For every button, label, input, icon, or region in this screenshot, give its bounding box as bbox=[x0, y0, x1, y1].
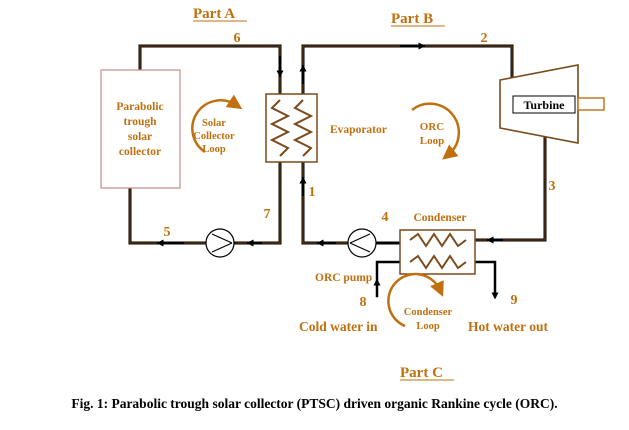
evaporator-coil-left bbox=[269, 99, 291, 157]
part-a-title: Part A bbox=[193, 6, 235, 22]
state-6: 6 bbox=[234, 31, 241, 46]
condenser-coil-bottom bbox=[409, 254, 467, 270]
state-9: 9 bbox=[511, 293, 518, 308]
state-1: 1 bbox=[309, 185, 316, 200]
condenser-loop-line-2: Loop bbox=[416, 321, 440, 332]
condenser-coil-top bbox=[409, 232, 467, 248]
evaporator-box bbox=[265, 93, 318, 163]
collector-label: Parabolic trough solar collector bbox=[116, 101, 163, 158]
state-8: 8 bbox=[360, 295, 367, 310]
state-2: 2 bbox=[481, 31, 488, 46]
solar-loop-line-3: Loop bbox=[202, 144, 226, 155]
collector-line-2: trough bbox=[123, 116, 157, 128]
orc-pump bbox=[347, 228, 377, 258]
pipe-9 bbox=[473, 260, 497, 298]
collector-line-3: solar bbox=[128, 131, 152, 143]
pipe-8 bbox=[375, 260, 402, 298]
orc-pump-label: ORC pump bbox=[315, 272, 372, 284]
collector-line-1: Parabolic bbox=[116, 101, 163, 113]
collector-box bbox=[100, 69, 181, 189]
pipe-1 bbox=[301, 160, 349, 245]
pipe-3 bbox=[473, 128, 547, 242]
pipe-2 bbox=[301, 44, 514, 96]
evaporator-label: Evaporator bbox=[330, 124, 387, 136]
condenser-loop-line-1: Condenser bbox=[404, 307, 453, 318]
turbine-label-box bbox=[512, 95, 576, 114]
state-5: 5 bbox=[164, 225, 171, 240]
flow-arrows bbox=[156, 42, 503, 300]
solar-loop-line-2: Collector bbox=[193, 131, 235, 142]
condenser-label: Condenser bbox=[413, 212, 466, 224]
condenser-box bbox=[399, 229, 476, 275]
collector-line-4: collector bbox=[119, 146, 161, 158]
orc-loop-line-2: Loop bbox=[420, 135, 444, 147]
state-4: 4 bbox=[382, 210, 389, 225]
evaporator-coil-right bbox=[292, 99, 314, 157]
part-headers: Part A Part B Part C bbox=[193, 6, 454, 381]
pipes bbox=[128, 44, 547, 298]
part-b-title: Part B bbox=[391, 11, 433, 27]
cold-water-in-label: Cold water in bbox=[299, 319, 378, 334]
solar-pump bbox=[205, 228, 235, 258]
hot-water-out-label: Hot water out bbox=[468, 319, 548, 334]
state-3: 3 bbox=[549, 179, 556, 194]
pipe-7 bbox=[234, 160, 282, 245]
turbine-label: Turbine bbox=[524, 98, 566, 112]
solar-loop-line-1: Solar bbox=[202, 118, 226, 129]
turbine-shaft bbox=[577, 97, 605, 111]
part-c-title: Part C bbox=[400, 365, 443, 381]
orc-loop-indicator: ORC Loop bbox=[411, 102, 461, 160]
figure-caption: Fig. 1: Parabolic trough solar collector… bbox=[71, 396, 558, 411]
state-numbers: 6 2 3 1 4 7 5 8 9 bbox=[164, 31, 556, 310]
condenser-loop-indicator: Condenser Loop bbox=[387, 272, 453, 332]
orc-loop-line-1: ORC bbox=[420, 121, 445, 133]
solar-loop-indicator: Solar Collector Loop bbox=[191, 94, 243, 155]
state-7: 7 bbox=[264, 207, 271, 222]
